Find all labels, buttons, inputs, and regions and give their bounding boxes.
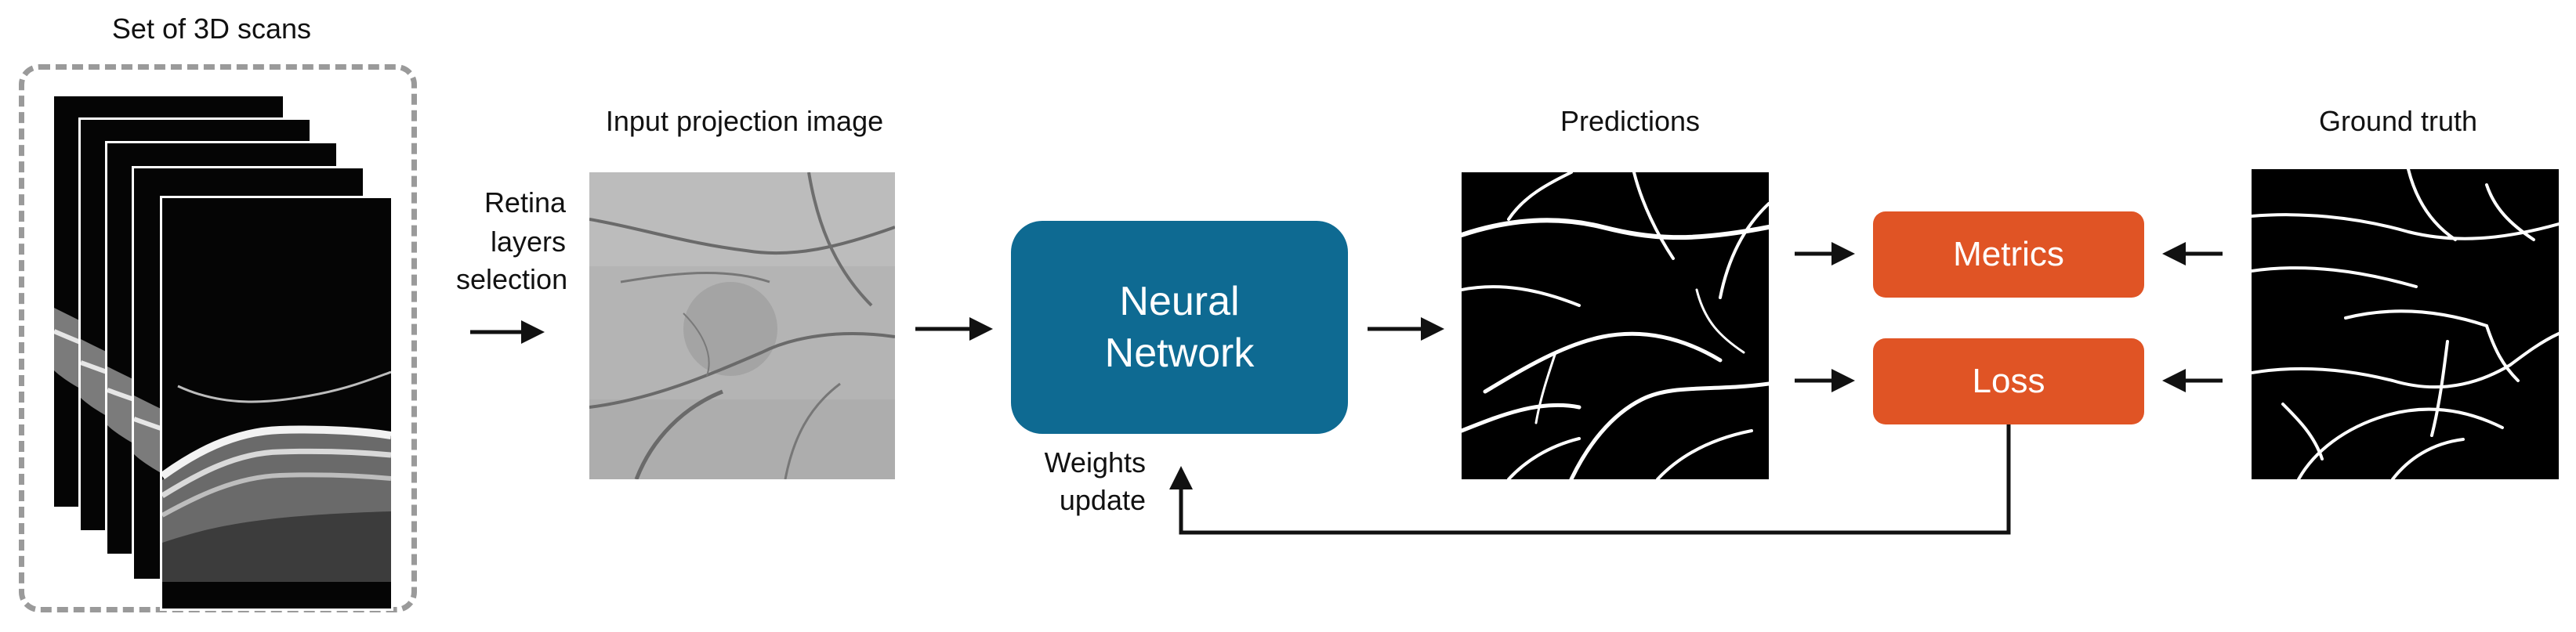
neural-network-label-1: Neural xyxy=(1119,279,1240,324)
predictions-image xyxy=(1462,172,1769,479)
loss-label: Loss xyxy=(1972,362,2045,400)
ground-truth-image xyxy=(2252,169,2559,479)
layer-selection-label-2: layers xyxy=(490,226,566,258)
scan-set-title: Set of 3D scans xyxy=(111,13,312,45)
layer-selection-label-3: selection xyxy=(456,263,568,295)
neural-network-label-2: Network xyxy=(1104,330,1255,376)
arrow-loss-to-network xyxy=(1169,424,2011,535)
loss-box: Loss xyxy=(1873,338,2144,424)
weights-update-label-2: update xyxy=(1059,484,1146,516)
metrics-label: Metrics xyxy=(1953,235,2064,273)
oct-scan-5 xyxy=(160,196,393,611)
predictions-title: Predictions xyxy=(1560,105,1701,137)
input-image-title: Input projection image xyxy=(605,105,884,137)
metrics-box: Metrics xyxy=(1873,211,2144,298)
ground-truth-title: Ground truth xyxy=(2318,105,2478,137)
weights-update-label-1: Weights xyxy=(1044,446,1146,479)
neural-network-box: Neural Network xyxy=(1011,221,1348,434)
input-projection-image xyxy=(589,172,895,479)
layer-selection-label-1: Retina xyxy=(484,186,566,218)
